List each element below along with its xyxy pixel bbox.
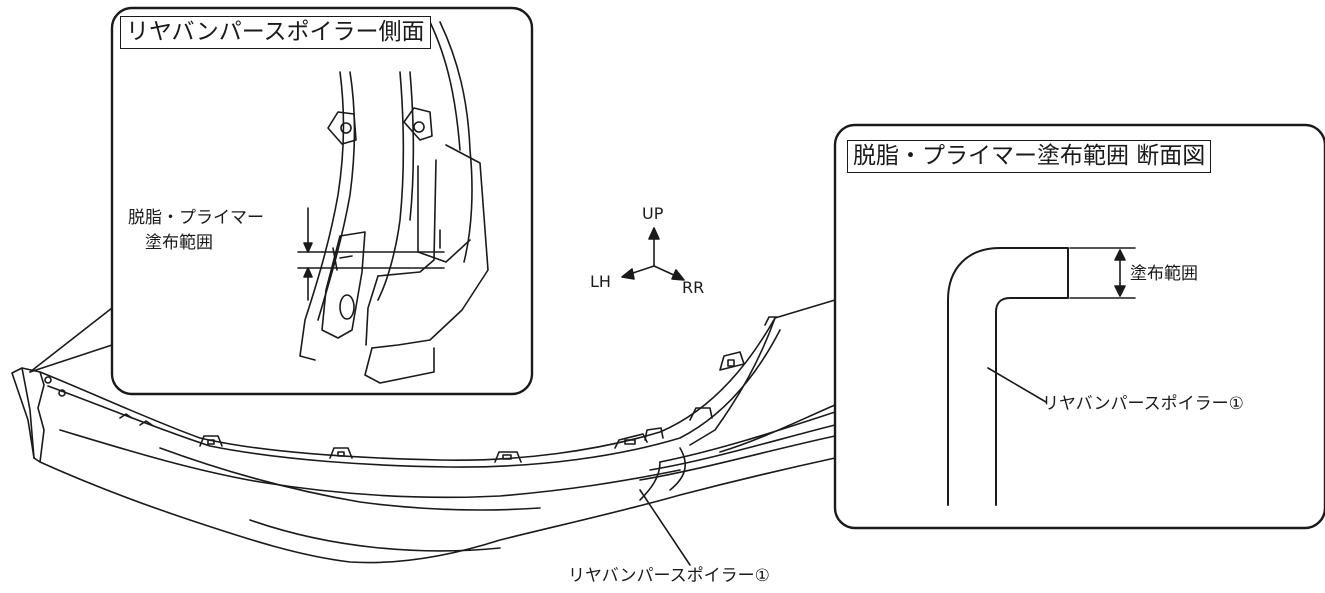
side-range-label-line2: 塗布範囲: [145, 233, 213, 253]
main-part-leader: [639, 489, 691, 566]
spoiler-body: [11, 299, 836, 564]
section-drawing: [947, 247, 1136, 506]
main-part-label: リヤバンパースポイラー①: [568, 566, 770, 586]
section-range-label: 塗布範囲: [1130, 264, 1198, 284]
section-inset-title: 脱脂・プライマー塗布範囲 断面図: [847, 140, 1212, 173]
side-inset-frame: [110, 6, 534, 396]
section-part-label: リヤバンパースポイラー①: [1042, 394, 1244, 414]
side-view-drawing: [297, 21, 489, 384]
side-range-label-line1: 脱脂・プライマー: [128, 208, 264, 228]
orientation-arrows: [621, 227, 685, 281]
orientation-up-label: UP: [642, 204, 664, 223]
orientation-rear-label: RR: [682, 278, 705, 297]
section-inset-frame: [833, 123, 1325, 530]
orientation-left-label: LH: [590, 272, 611, 291]
side-inset-title: リヤバンパースポイラー側面: [120, 16, 431, 49]
side-inset-callout: [29, 307, 113, 373]
